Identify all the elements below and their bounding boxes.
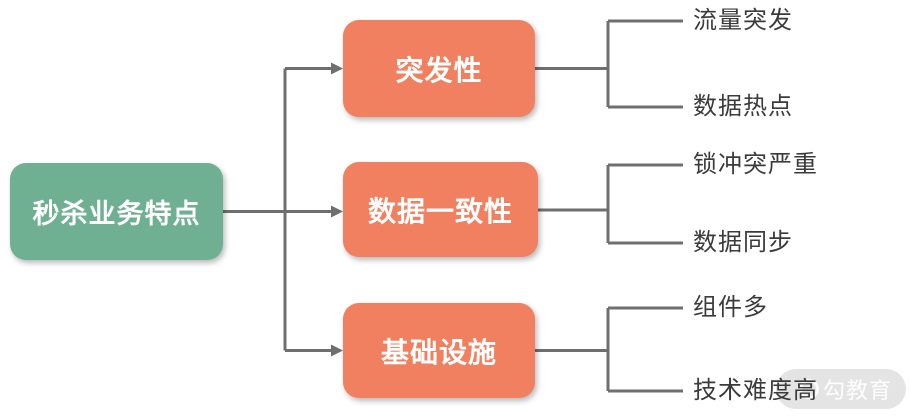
leaf-data-hotspot: 数据热点 [693,93,793,120]
node-branch-burstiness-label: 突发性 [395,54,483,86]
leaf-traffic-burst: 流量突发 [693,7,793,34]
watermark-text: 勾教育 [822,378,892,403]
node-branch-infrastructure[interactable]: 基础设施 [343,303,535,398]
watermark: 勾教育 [776,369,906,409]
arrowhead-branch3 [331,344,343,357]
node-root[interactable]: 秒杀业务特点 [10,163,223,260]
arrowhead-branch2 [331,205,343,218]
leaf-lock-contention: 锁冲突严重 [693,151,818,178]
node-branch-infrastructure-label: 基础设施 [380,336,497,368]
watermark-logo-icon [798,379,819,399]
leaf-technical-difficulty: 技术难度高 [693,377,818,404]
arrowhead-branch1 [331,62,343,75]
node-branch-data-consistency[interactable]: 数据一致性 [343,162,538,257]
node-branch-data-consistency-label: 数据一致性 [367,195,513,227]
node-root-label: 秒杀业务特点 [32,199,201,229]
leaf-many-components: 组件多 [693,294,768,321]
leaf-data-sync: 数据同步 [693,229,793,256]
node-branch-burstiness[interactable]: 突发性 [343,20,535,117]
